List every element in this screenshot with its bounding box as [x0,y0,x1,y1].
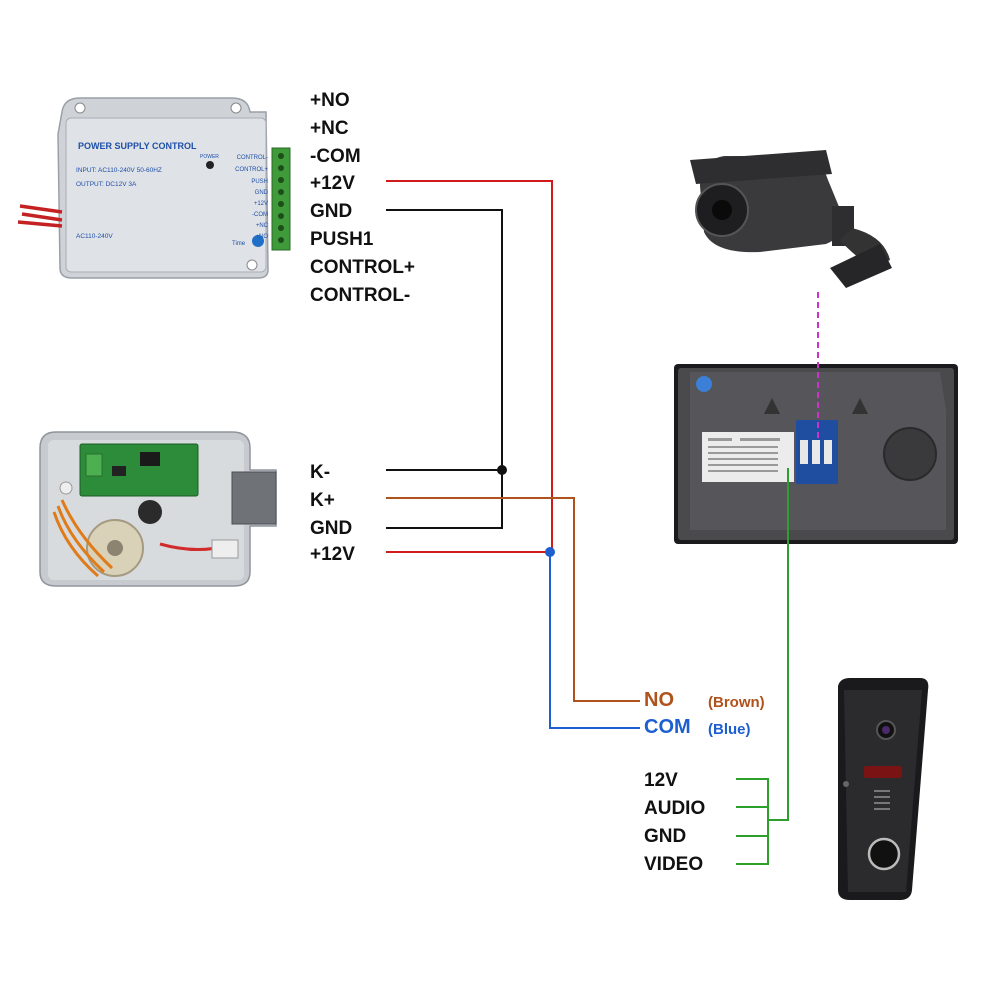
psu-terminal-label: GND [255,190,269,196]
psu-pin-label: +NO [310,90,350,111]
psu-terminal-label: +NO [255,234,268,240]
psu-pin-label: +NC [310,118,349,139]
psu-input: INPUT: AC110-240V 50-60HZ [76,167,162,174]
psu-pin-label: -COM [310,146,361,167]
cctv-camera [690,150,892,288]
psu-power-label: POWER [200,154,219,160]
lock-pin-label: GND [310,518,353,539]
junction-dot [497,465,507,475]
psu-ac-label: AC110-240V [76,233,113,240]
doorbell-camera [838,678,929,900]
lock-pin-label: +12V [310,544,355,565]
psu-pin-label: PUSH1 [310,229,374,250]
psu-title: POWER SUPPLY CONTROL [78,141,197,151]
lock-pin-label: K- [310,462,331,483]
lock-pin-label: K+ [310,490,335,511]
wire-12v-red [386,180,553,552]
psu-pin-label: GND [310,201,353,222]
psu-pin-label: CONTROL- [310,285,411,306]
video-monitor [674,364,958,544]
no-label: NO [644,689,674,711]
psu-terminal-label: CONTROL- [237,155,268,161]
doorbell-pin-label: VIDEO [644,854,704,875]
com-color-note: (Blue) [708,721,751,738]
power-supply-unit [17,97,291,279]
psu-terminal-label: +NC [256,223,269,229]
wire-k-plus-brown [386,497,640,702]
wire-com-blue [549,552,640,729]
psu-terminal-label: PUSH [251,179,268,185]
doorbell-pin-label: GND [644,826,687,847]
wire-gnd-black [386,209,503,529]
com-label: COM [644,716,691,738]
psu-pin-label: +12V [310,173,355,194]
psu-terminal-label: +12V [254,201,268,207]
psu-terminal-label: CONTROL+ [235,167,268,173]
psu-pin-label: CONTROL+ [310,257,416,278]
doorbell-pin-label: 12V [644,770,678,791]
psu-output: OUTPUT: DC12V 3A [76,181,137,188]
wire-doorbell-green [736,468,789,865]
psu-terminal-label: -COM [252,212,268,218]
electric-lock [39,431,277,587]
psu-time-label: Time [232,241,246,247]
no-color-note: (Brown) [708,694,765,711]
doorbell-pin-label: AUDIO [644,798,706,819]
junction-dot [545,547,555,557]
